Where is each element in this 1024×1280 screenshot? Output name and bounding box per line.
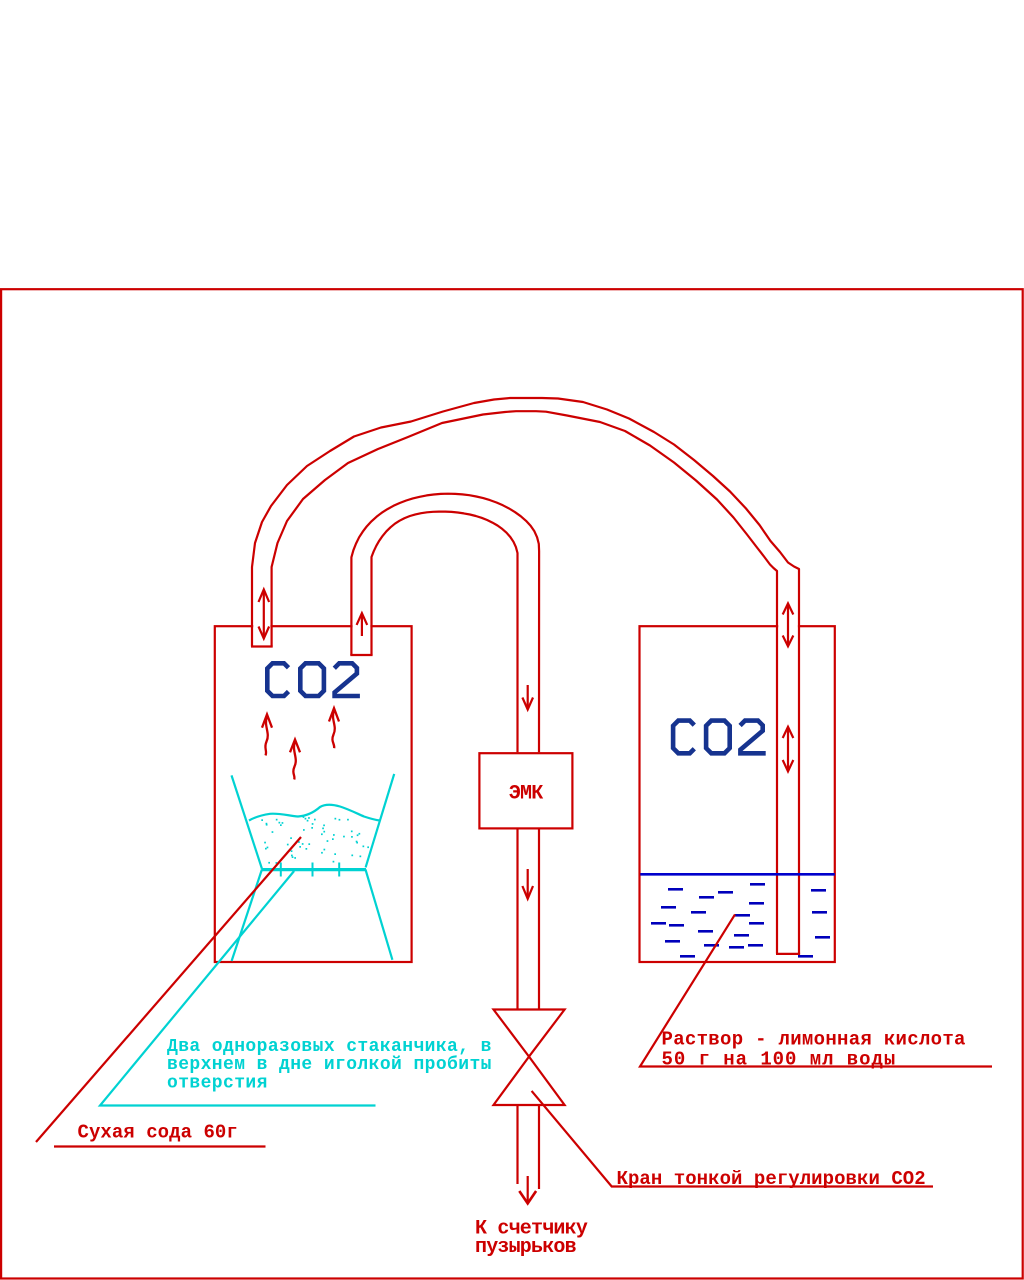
svg-text:Сухая сода 60г: Сухая сода 60г [78,1122,238,1144]
svg-text:верхнем в дне иголкой пробиты: верхнем в дне иголкой пробиты [167,1054,492,1075]
svg-text:Кран тонкой регулировки СО2: Кран тонкой регулировки СО2 [617,1168,926,1190]
svg-text:пузырьков: пузырьков [475,1236,577,1259]
svg-text:отверстия: отверстия [167,1073,268,1093]
svg-text:ЭМК: ЭМК [509,783,544,806]
svg-text:50 г на 100 мл воды: 50 г на 100 мл воды [662,1049,897,1071]
svg-text:К счетчику: К счетчику [475,1218,588,1241]
svg-text:Два одноразовых стаканчика, в: Два одноразовых стаканчика, в [167,1037,492,1057]
svg-text:Раствор - лимонная кислота: Раствор - лимонная кислота [662,1029,966,1051]
